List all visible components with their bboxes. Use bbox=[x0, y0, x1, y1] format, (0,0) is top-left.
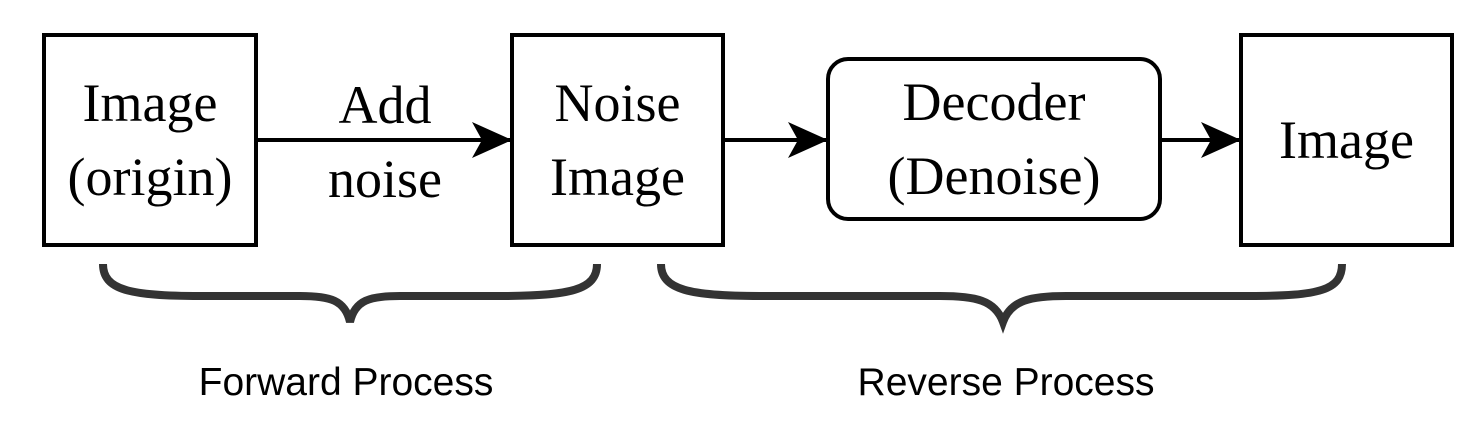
decoder-node: Decoder (Denoise) bbox=[826, 57, 1162, 221]
reverse-process-brace bbox=[657, 263, 1346, 334]
image-output-node: Image bbox=[1239, 33, 1454, 247]
forward-process-label: Forward Process bbox=[198, 361, 494, 404]
decoder-line-1: Decoder bbox=[902, 72, 1086, 132]
add-noise-label: Add noise bbox=[300, 68, 470, 216]
reverse-process-label: Reverse Process bbox=[857, 361, 1155, 404]
add-noise-line-1: Add bbox=[338, 75, 432, 135]
decoder-line-2: (Denoise) bbox=[887, 146, 1101, 206]
forward-process-brace bbox=[99, 263, 601, 324]
noise-image-node: Noise Image bbox=[510, 33, 725, 247]
noise-image-line-2: Image bbox=[550, 147, 685, 207]
noise-image-line-1: Noise bbox=[554, 73, 681, 133]
image-origin-line-1: Image bbox=[82, 73, 218, 133]
image-origin-line-2: (origin) bbox=[67, 147, 233, 207]
image-output-line-1: Image bbox=[1279, 110, 1414, 170]
add-noise-line-2: noise bbox=[328, 149, 442, 209]
image-origin-node: Image (origin) bbox=[42, 33, 258, 247]
